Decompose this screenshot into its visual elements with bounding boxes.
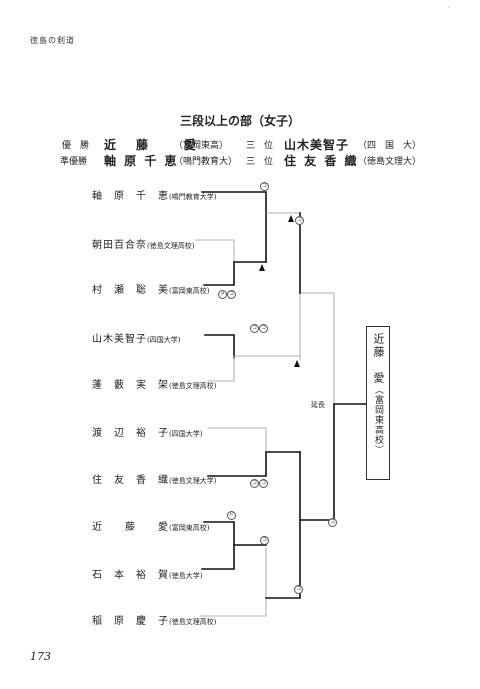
player-entry: 山木美智子(四国大学) [92,330,180,345]
player-school: (富岡東高校) [169,524,210,532]
player-entry: 朝田百合奈(徳島文理高校) [92,236,194,251]
player-entry: 稲 原 慶 子(徳島文理高校) [92,612,216,627]
player-entry: 軸 原 千 恵(鳴門教育大学) [92,187,216,202]
bracket-line-loser [207,427,267,475]
player-school: (富岡東高校) [169,287,210,295]
champion-text: 近藤 愛（富岡東高校） [370,333,386,455]
score-badge: コ [294,585,303,594]
score-badge: コ [260,182,269,191]
score-badge: コ [328,518,337,527]
bracket-line-loser [207,355,301,382]
bracket-line-winner [203,261,267,286]
player-school: (徳島文理大学) [169,477,217,485]
champion-box: 近藤 愛（富岡東高校） [366,326,390,480]
player-name: 石 本 裕 賀 [92,570,169,581]
player-entry: 近 藤 愛(富岡東高校) [92,518,209,533]
bracket-line-winner [201,191,267,263]
page-number: 173 [30,650,51,663]
player-school: (鳴門教育大学) [169,193,217,201]
bracket-line-winner [203,521,235,546]
player-name: 朝田百合奈 [92,240,147,251]
running-header: 徳島の剣道 [30,36,75,45]
rank-label: 三 位 [246,157,274,167]
rank-label: 準優勝 [60,157,88,167]
player-name: 山木美智子 [92,334,147,345]
player-name: 近 藤 愛 [92,522,169,533]
player-name: 住 友 香 織 [92,475,169,486]
player-name: 村 瀬 聡 美 [92,285,169,296]
player-entry: 住 友 香 織(徳島文理大学) [92,471,216,486]
player-name: 軸 原 千 恵 [92,191,169,202]
rank-school: （鳴門教育大） [174,157,238,167]
player-name: 稲 原 慶 子 [92,616,169,627]
score-badge: コ [259,479,268,488]
champion-school: （富岡東高校） [373,385,383,455]
bracket-line-winner [201,544,267,570]
rank-school: （徳島文理大） [358,157,422,167]
bracket-line-loser [200,547,267,617]
rank-name: 近 藤 愛 [104,138,201,152]
bracket-line-loser [194,239,235,266]
score-badge: コ [227,290,236,299]
rank-school: （富岡東高） [174,141,229,151]
rank-name: 軸 原 千 恵 [104,154,179,168]
section-title: 三段以上の部（女子） [179,114,300,128]
triangle-marker [294,360,300,367]
score-badge: メ [218,290,227,299]
player-entry: 石 本 裕 賀(徳島大学) [92,566,202,581]
score-badge: ド [227,511,236,520]
triangle-marker [259,264,265,271]
player-entry: 渡 辺 裕 子(四国大学) [92,424,202,439]
player-name: 蓬 藪 実 架 [92,380,169,391]
player-school: (四国大学) [147,336,181,344]
player-entry: 村 瀬 聡 美(富岡東高校) [92,281,209,296]
score-badge: コ [250,479,259,488]
player-entry: 蓬 藪 実 架(徳島文理高校) [92,376,216,391]
rank-name: 山木美智子 [284,138,350,152]
rank-school: （四 国 大） [358,141,422,151]
rank-label: 三 位 [246,141,274,151]
score-badge: コ [260,536,269,545]
bracket-line-loser [265,212,301,361]
player-school: (徳島文理高校) [169,382,217,390]
player-school: (四国大学) [169,430,203,438]
player-school: (徳島文理高校) [147,242,195,250]
bracket-line-final [333,403,367,521]
bracket-line-winner [265,451,301,599]
champion-name: 近藤 愛 [372,333,385,385]
bracket-line-winner [204,334,235,359]
player-school: (徳島文理高校) [169,618,217,626]
score-badge: コ [295,216,304,225]
extension-label: 延長 [311,401,325,409]
score-badge: コ [250,324,259,333]
triangle-marker [288,215,294,222]
rank-label: 優 勝 [62,141,90,151]
player-school: (徳島大学) [169,572,203,580]
corner-mark: - [448,4,451,11]
bracket-line-winner [207,451,301,477]
rank-name: 住 友 香 織 [284,154,359,168]
player-name: 渡 辺 裕 子 [92,428,169,439]
score-badge: コ [259,324,268,333]
